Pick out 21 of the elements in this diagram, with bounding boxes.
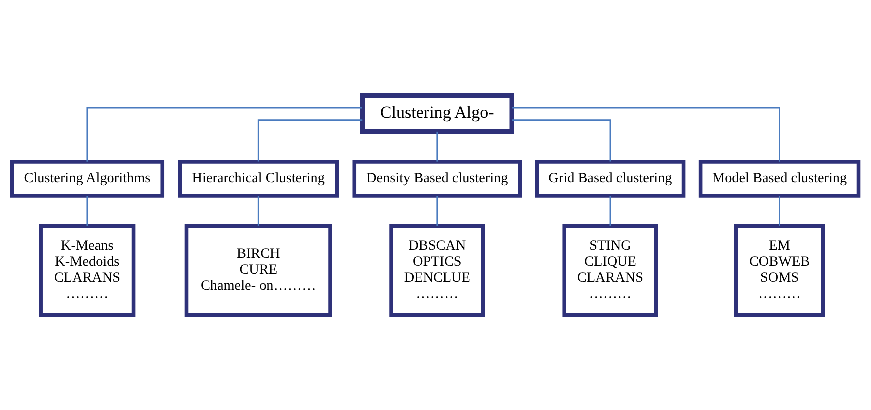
connector xyxy=(610,196,612,226)
connector xyxy=(779,196,780,226)
node-box: Grid Based clustering xyxy=(535,160,686,198)
connector xyxy=(258,119,363,162)
node-box: Hierarchical Clustering xyxy=(178,160,340,198)
node-box: DBSCAN OPTICS DENCLUE ……… xyxy=(390,224,486,317)
node-box: STING CLIQUE CLARANS ……… xyxy=(562,224,658,317)
node-box: Clustering Algo- xyxy=(360,92,514,134)
connector xyxy=(258,196,260,226)
connector xyxy=(436,131,438,162)
connector xyxy=(512,106,780,162)
connector xyxy=(86,196,88,226)
node-box: Model Based clustering xyxy=(698,160,861,198)
node-box: K-Means K-Medoids CLARANS ……… xyxy=(39,224,136,317)
connector xyxy=(436,196,438,226)
node-box: Density Based clustering xyxy=(352,160,522,198)
node-box: BIRCH CURE Chamele- on……… xyxy=(184,224,332,317)
node-box: Clustering Algorithms xyxy=(10,160,165,198)
node-box: EM COBWEB SOMS ……… xyxy=(734,224,826,317)
connector xyxy=(512,119,612,162)
connector xyxy=(86,106,362,162)
